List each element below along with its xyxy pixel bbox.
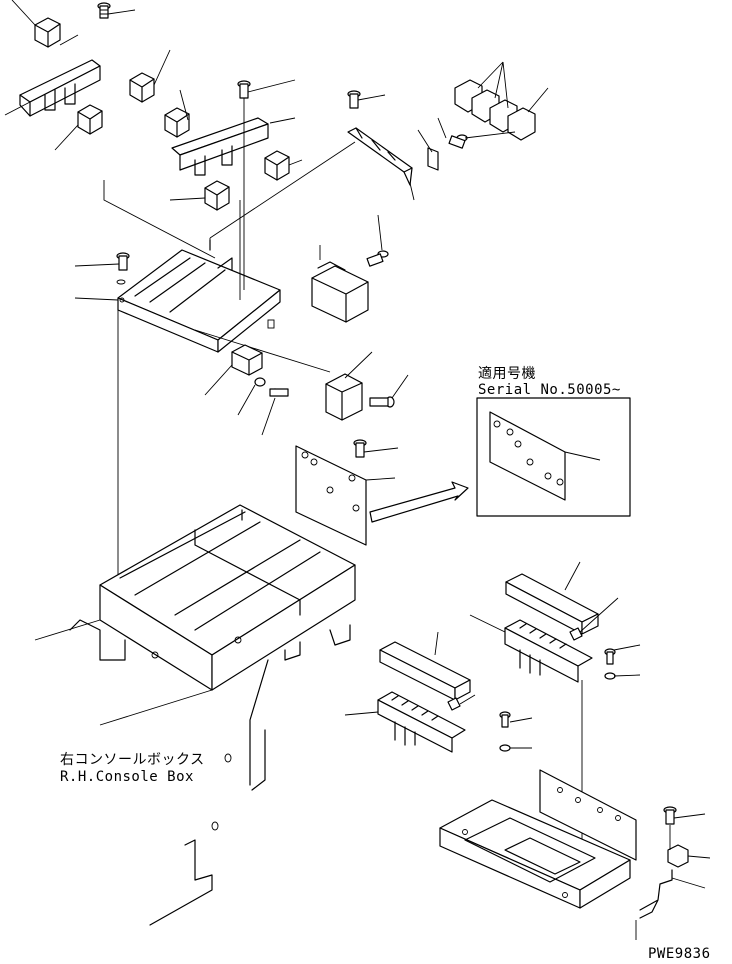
inset-title: 適用号機 bbox=[478, 365, 536, 382]
drawing-number: PWE9836 bbox=[648, 946, 711, 962]
bolt-top-left bbox=[97, 2, 111, 19]
bolt-resistor bbox=[366, 250, 389, 267]
box-unit bbox=[325, 373, 363, 421]
lower-tray bbox=[439, 769, 637, 909]
fuse-box-2 bbox=[504, 619, 593, 683]
relay-middle-3 bbox=[204, 180, 230, 211]
bolt-fuse-box-1 bbox=[499, 711, 511, 752]
relay-top-left-2 bbox=[129, 72, 155, 103]
fuse-box-cover-1 bbox=[379, 641, 471, 701]
fuse-clip-1 bbox=[447, 697, 461, 711]
switch-bottom-right bbox=[667, 844, 689, 868]
relay-bracket-top-left bbox=[19, 59, 101, 117]
bolt-middle bbox=[237, 80, 251, 99]
bolt-bottom-right bbox=[663, 806, 677, 825]
console-label-jp: 右コンソールボックス bbox=[60, 752, 205, 768]
console-label-en: R.H.Console Box bbox=[60, 769, 194, 785]
upper-bracket bbox=[117, 239, 281, 353]
fuse-box-1 bbox=[377, 691, 466, 753]
bracket-top-right bbox=[347, 127, 413, 186]
console-box-panel bbox=[149, 659, 269, 926]
plate-small bbox=[427, 147, 439, 171]
relay-top-left-1 bbox=[34, 17, 61, 48]
main-frame bbox=[34, 504, 356, 726]
inset-box bbox=[476, 397, 631, 517]
bracket-bottom-right bbox=[639, 869, 673, 919]
small-relay-left bbox=[231, 344, 263, 376]
bolt-fuse-box-2 bbox=[604, 648, 616, 680]
relay-strip-top-right bbox=[454, 61, 549, 141]
assembly-line bbox=[103, 98, 356, 590]
bolt-box-unit bbox=[369, 396, 395, 408]
relay-middle-1 bbox=[164, 107, 190, 138]
relay-top-left-3 bbox=[77, 104, 103, 135]
washer-left bbox=[254, 377, 266, 387]
arrow-to-inset bbox=[369, 481, 469, 523]
resistor-block bbox=[311, 261, 369, 323]
leader-line bbox=[4, 0, 171, 151]
bolt-top-right bbox=[347, 90, 361, 109]
inset-serial: Serial No.50005~ bbox=[478, 382, 621, 398]
bolt-small-relay bbox=[269, 388, 289, 397]
plate-original bbox=[295, 445, 367, 546]
bolt-right bbox=[448, 134, 468, 149]
bolt-plate bbox=[353, 439, 367, 458]
relay-middle-2 bbox=[264, 150, 290, 181]
fuse-clip-2 bbox=[569, 627, 583, 641]
bolt-bracket-left bbox=[116, 252, 130, 285]
